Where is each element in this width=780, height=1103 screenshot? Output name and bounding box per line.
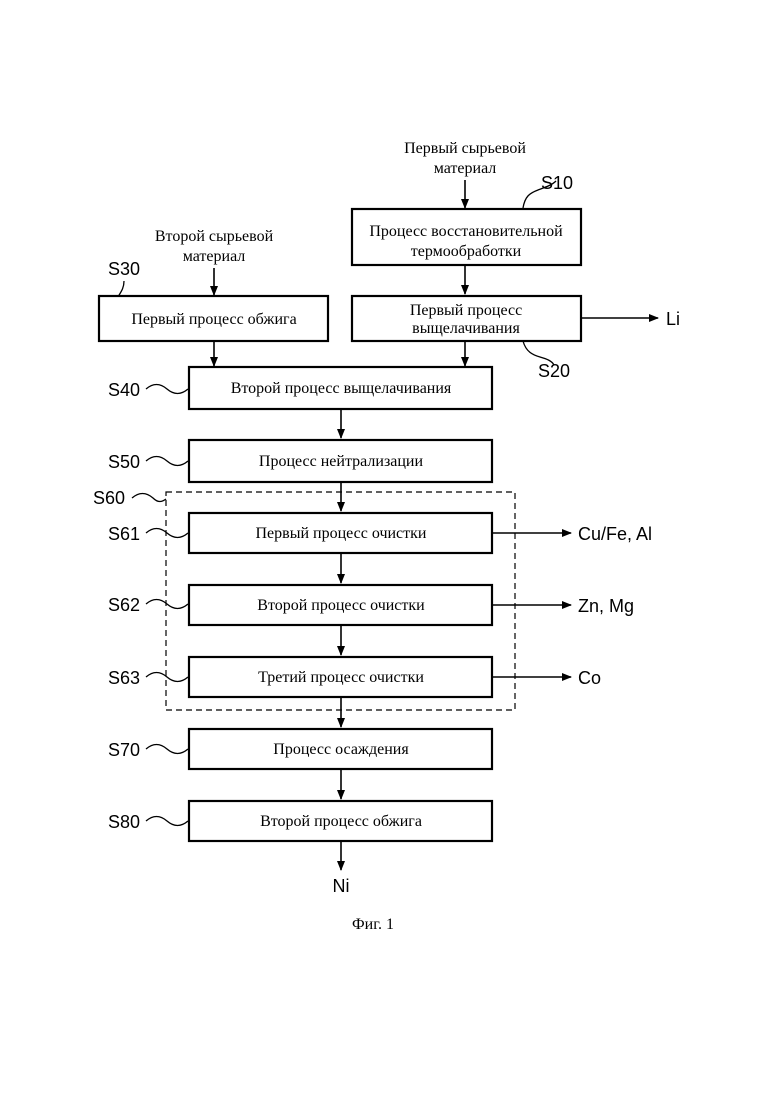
leader-s62 — [146, 600, 188, 609]
third-purification-text: Третий процесс очистки — [258, 669, 424, 686]
second-raw-material-label-line2: материал — [183, 248, 246, 265]
output-zn-mg: Zn, Mg — [578, 596, 634, 616]
leader-s63 — [146, 673, 188, 682]
first-leaching-line1: Первый процесс — [410, 302, 522, 319]
reduction-heat-treatment-line2: термообработки — [411, 243, 522, 260]
neutralization-text: Процесс нейтрализации — [259, 453, 424, 470]
step-label-s10: S10 — [541, 173, 573, 193]
step-label-s80: S80 — [108, 812, 140, 832]
second-purification-text: Второй процесс очистки — [257, 597, 425, 614]
step-label-s30: S30 — [108, 259, 140, 279]
precipitation-text: Процесс осаждения — [273, 741, 409, 758]
first-roasting-text: Первый процесс обжига — [131, 311, 296, 328]
leader-s61 — [146, 529, 188, 538]
step-label-s62: S62 — [108, 595, 140, 615]
step-label-s40: S40 — [108, 380, 140, 400]
first-raw-material-label-line2: материал — [434, 160, 497, 177]
step-label-s60: S60 — [93, 488, 125, 508]
output-li: Li — [666, 309, 680, 329]
leader-s40 — [146, 385, 188, 394]
step-label-s61: S61 — [108, 524, 140, 544]
output-ni: Ni — [333, 876, 350, 896]
output-co: Co — [578, 668, 601, 688]
first-leaching-line2: выщелачивания — [412, 320, 520, 337]
output-cu-fe-al: Cu/Fe, Al — [578, 524, 652, 544]
leader-s70 — [146, 745, 188, 754]
second-leaching-text: Второй процесс выщелачивания — [231, 380, 452, 397]
first-raw-material-label-line1: Первый сырьевой — [404, 140, 526, 157]
leader-s10 — [523, 181, 556, 208]
step-label-s70: S70 — [108, 740, 140, 760]
leader-s80 — [146, 817, 188, 826]
figure-caption: Фиг. 1 — [352, 916, 394, 933]
step-label-s50: S50 — [108, 452, 140, 472]
second-raw-material-label-line1: Второй сырьевой — [155, 228, 274, 245]
step-label-s63: S63 — [108, 668, 140, 688]
leader-s50 — [146, 457, 188, 466]
reduction-heat-treatment-line1: Процесс восстановительной — [369, 223, 563, 240]
second-roasting-text: Второй процесс обжига — [260, 813, 422, 830]
step-label-s20: S20 — [538, 361, 570, 381]
first-purification-text: Первый процесс очистки — [256, 525, 427, 542]
leader-s60 — [132, 494, 166, 502]
